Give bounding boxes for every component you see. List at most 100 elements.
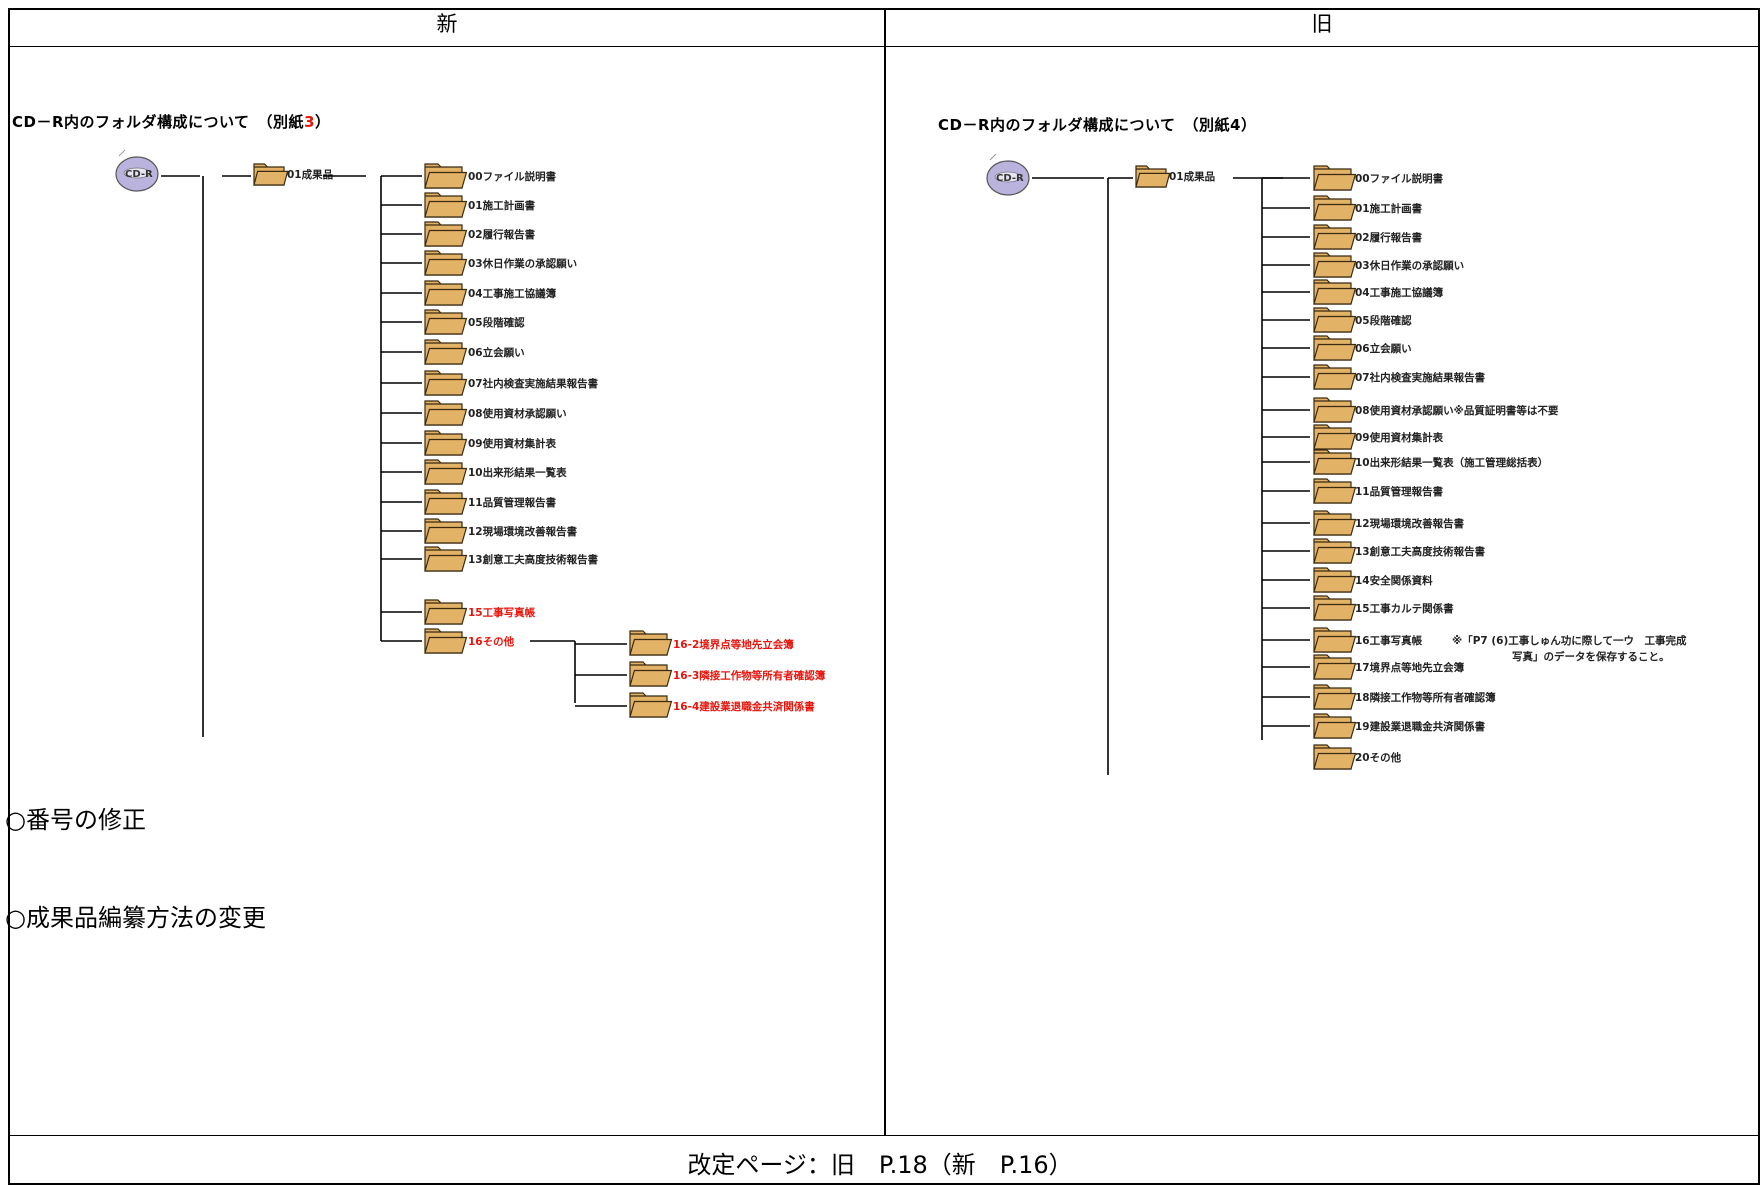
folder-label: 01施工計画書 bbox=[1355, 202, 1423, 215]
folder-label: 08使用資材承認願い bbox=[468, 407, 567, 420]
cd-disc-gleam bbox=[118, 149, 126, 157]
revision-page-footer: 改定ページ：旧 P.18（新 P.16） bbox=[687, 1151, 1073, 1179]
folder-label: 02履行報告書 bbox=[468, 228, 536, 241]
folder-icon bbox=[1313, 654, 1357, 680]
folder-icon bbox=[1313, 335, 1357, 361]
folder-icon bbox=[1313, 397, 1357, 423]
folder-icon bbox=[1313, 364, 1357, 390]
folder-label: 07社内検査実施結果報告書 bbox=[468, 377, 599, 390]
border-left bbox=[8, 8, 10, 1185]
note-number-fix: ○番号の修正 bbox=[5, 806, 146, 834]
folder-icon bbox=[1313, 449, 1357, 475]
sub-folder-label: 16-3隣接工作物等所有者確認簿 bbox=[673, 669, 826, 682]
folder-label: 09使用資材集計表 bbox=[1355, 431, 1444, 444]
border-right bbox=[1758, 8, 1760, 1185]
folder-label: 12現場環境改善報告書 bbox=[468, 525, 578, 538]
sub-folder-label: 16-2境界点等地先立会簿 bbox=[673, 638, 794, 651]
folder-icon bbox=[424, 489, 468, 515]
folder-icon bbox=[1313, 252, 1357, 278]
folder-label: 03休日作業の承認願い bbox=[1355, 259, 1464, 272]
folder-icon bbox=[1313, 538, 1357, 564]
folder-label: 07社内検査実施結果報告書 bbox=[1355, 371, 1486, 384]
folder-icon bbox=[629, 661, 673, 687]
folder-icon bbox=[424, 518, 468, 544]
border-bottom bbox=[8, 1183, 1760, 1185]
folder-icon bbox=[424, 459, 468, 485]
folder-icon bbox=[424, 628, 468, 654]
old-title: CD－R内のフォルダ構成について （別紙4） bbox=[938, 116, 1257, 134]
folder-label: 05段階確認 bbox=[1355, 314, 1412, 327]
column-divider bbox=[884, 8, 886, 1136]
folder-label: 16工事写真帳 bbox=[1355, 634, 1423, 647]
folder-label: 01施工計画書 bbox=[468, 199, 536, 212]
folder-icon bbox=[424, 163, 468, 189]
folder-icon bbox=[1313, 279, 1357, 305]
folder-icon bbox=[1313, 595, 1357, 621]
folder-label: 10出来形結果一覧表（施工管理総括表） bbox=[1355, 456, 1548, 469]
new-title-end: ） bbox=[315, 113, 331, 131]
folder-label: 00ファイル説明書 bbox=[468, 170, 557, 183]
folder-label: 04工事施工協議簿 bbox=[1355, 286, 1444, 299]
folder-icon bbox=[1313, 510, 1357, 536]
folder-icon bbox=[1313, 627, 1357, 653]
folder-label: 06立会願い bbox=[468, 346, 525, 359]
folder-label: 00ファイル説明書 bbox=[1355, 172, 1444, 185]
folder-label: 04工事施工協議簿 bbox=[468, 287, 557, 300]
folder-label: 18隣接工作物等所有者確認簿 bbox=[1355, 691, 1496, 704]
folder-icon bbox=[424, 339, 468, 365]
cd-disc-text: CD-R bbox=[996, 173, 1024, 184]
folder-label: 08使用資材承認願い※品質証明書等は不要 bbox=[1355, 404, 1559, 417]
folder-icon bbox=[424, 250, 468, 276]
folder-label: 11品質管理報告書 bbox=[468, 496, 557, 509]
header-old: 旧 bbox=[1311, 12, 1333, 36]
folder-label: 03休日作業の承認願い bbox=[468, 257, 577, 270]
folder-icon bbox=[1313, 478, 1357, 504]
folder-label: 16その他 bbox=[468, 635, 515, 648]
folder-icon bbox=[424, 370, 468, 396]
folder-icon bbox=[424, 309, 468, 335]
folder-label: 13創意工夫高度技術報告書 bbox=[1355, 545, 1486, 558]
old-note-line1: ※「P7 (6)工事しゅん功に際して一ウ 工事完成 bbox=[1452, 634, 1687, 647]
old-note-line2: 写真」のデータを保存すること。 bbox=[1512, 650, 1670, 663]
folder-icon bbox=[1313, 744, 1357, 770]
new-title-number: 3 bbox=[304, 113, 315, 131]
cd-disc-label bbox=[994, 171, 1022, 183]
folder-icon bbox=[1313, 567, 1357, 593]
folder-icon bbox=[1313, 165, 1357, 191]
folder-icon bbox=[424, 221, 468, 247]
folder-icon bbox=[424, 192, 468, 218]
folder-label: 15工事カルテ関係書 bbox=[1355, 602, 1454, 615]
footer-divider bbox=[8, 1135, 1760, 1136]
folder-icon bbox=[253, 163, 289, 186]
header-new: 新 bbox=[436, 12, 458, 36]
folder-label: 11品質管理報告書 bbox=[1355, 485, 1444, 498]
folder-icon bbox=[424, 599, 468, 625]
folder-icon bbox=[629, 630, 673, 656]
root-folder-label: 01成果品 bbox=[287, 168, 333, 181]
folder-label: 02履行報告書 bbox=[1355, 231, 1423, 244]
folder-label: 05段階確認 bbox=[468, 316, 525, 329]
folder-icon bbox=[1313, 195, 1357, 221]
cd-disc-gleam bbox=[989, 153, 997, 161]
new-title: CD－R内のフォルダ構成について （別紙3） bbox=[12, 111, 331, 132]
folder-icon bbox=[1313, 224, 1357, 250]
new-title-main: CD－R内のフォルダ構成について （別紙 bbox=[12, 113, 305, 131]
folder-icon bbox=[629, 692, 673, 718]
folder-icon bbox=[424, 546, 468, 572]
folder-label: 10出来形結果一覧表 bbox=[468, 466, 567, 479]
folder-label: 12現場環境改善報告書 bbox=[1355, 517, 1465, 530]
folder-label: 13創意工夫高度技術報告書 bbox=[468, 553, 599, 566]
folder-icon bbox=[1313, 307, 1357, 333]
cd-disc-text: CD-R bbox=[125, 169, 153, 180]
note-method-change: ○成果品編纂方法の変更 bbox=[5, 904, 266, 932]
folder-icon bbox=[1313, 424, 1357, 450]
sub-folder-label: 16-4建設業退職金共済関係書 bbox=[673, 700, 815, 713]
folder-icon bbox=[424, 400, 468, 426]
folder-label: 06立会願い bbox=[1355, 342, 1412, 355]
folder-icon bbox=[424, 430, 468, 456]
folder-icon bbox=[1313, 713, 1357, 739]
folder-icon bbox=[424, 280, 468, 306]
folder-label: 17境界点等地先立会簿 bbox=[1355, 661, 1465, 674]
